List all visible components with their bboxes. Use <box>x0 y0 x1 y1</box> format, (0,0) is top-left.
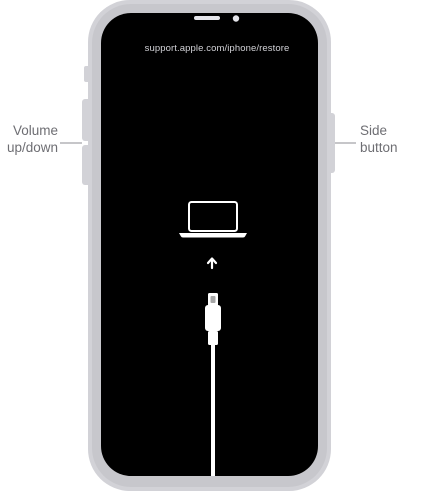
earpiece-speaker <box>194 16 220 20</box>
lightning-cable-icon <box>205 293 221 476</box>
front-camera <box>232 15 240 22</box>
side-button-callout-label: Side button <box>360 122 424 156</box>
volume-label-line1: Volume <box>12 123 58 138</box>
volume-callout-label: Volume up/down <box>0 122 58 156</box>
laptop-icon <box>179 201 247 238</box>
phone-screen <box>101 13 318 476</box>
arrow-up-icon <box>206 257 218 270</box>
volume-label-line2: up/down <box>6 140 58 155</box>
side-label-line1: Side <box>360 123 388 138</box>
restore-url: support.apple.com/iphone/restore <box>144 43 290 54</box>
side-label-line2: button <box>360 140 398 155</box>
